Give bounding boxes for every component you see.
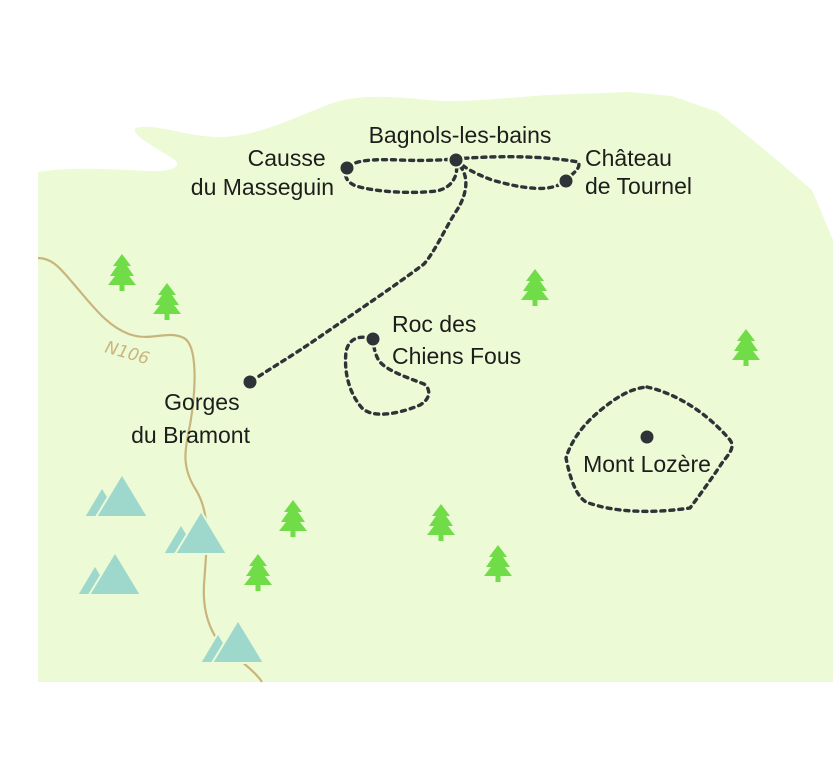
location-dot-icon[interactable] (364, 330, 382, 348)
trail-bagnols-gorges (248, 164, 468, 384)
label-lozere: Mont Lozère (583, 451, 711, 477)
pine-tree-icon (244, 554, 272, 591)
mountain-icon (83, 473, 149, 518)
location-dot-icon[interactable] (638, 428, 656, 446)
pine-tree-icon (279, 500, 307, 537)
label-line: du Bramont (131, 422, 251, 448)
markers (241, 151, 656, 446)
trail-lozere-loop (564, 385, 734, 514)
pine-tree-icon (484, 545, 512, 582)
location-dot-icon[interactable] (557, 172, 575, 190)
place-labels: Bagnols-les-bains Causse du Masseguin Ch… (131, 122, 711, 477)
label-line: de Tournel (585, 173, 692, 199)
label-line: Causse (248, 145, 326, 171)
trees (108, 254, 760, 591)
label-line: Roc des (392, 311, 476, 337)
label-bagnols: Bagnols-les-bains (369, 122, 552, 148)
label-gorges: Gorges du Bramont (131, 389, 251, 448)
pine-tree-icon (732, 329, 760, 366)
label-line: Bagnols-les-bains (369, 122, 552, 148)
mountain-icon (162, 510, 228, 555)
pine-tree-icon (427, 504, 455, 541)
label-line: Château (585, 145, 672, 171)
label-roc: Roc des Chiens Fous (392, 311, 521, 369)
mountain-icon (76, 551, 142, 596)
pine-tree-icon (153, 283, 181, 320)
label-causse: Causse du Masseguin (191, 145, 334, 200)
pine-tree-icon (108, 254, 136, 291)
label-line: Gorges (164, 389, 239, 415)
location-dot-icon[interactable] (338, 159, 356, 177)
trail-roc-loop (343, 335, 431, 416)
location-dot-icon[interactable] (447, 151, 465, 169)
land-area (38, 92, 833, 682)
label-line: Mont Lozère (583, 451, 711, 477)
location-dot-icon[interactable] (241, 373, 259, 391)
label-line: Chiens Fous (392, 343, 521, 369)
label-chateau: Château de Tournel (585, 145, 692, 199)
trail-causse-loop (343, 157, 459, 195)
mountains (76, 473, 265, 664)
label-line: du Masseguin (191, 174, 334, 200)
mountain-icon (199, 619, 265, 664)
pine-tree-icon (521, 269, 549, 306)
